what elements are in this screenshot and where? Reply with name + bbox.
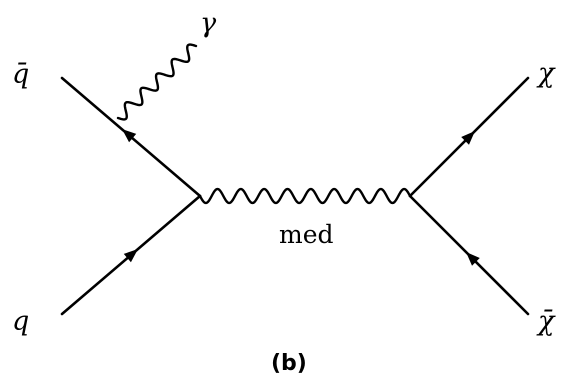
label-chi: χ xyxy=(536,58,556,89)
photon-line xyxy=(116,43,198,121)
chibar-arrow xyxy=(466,252,480,266)
label-q: q xyxy=(12,306,29,337)
qbar-arrow xyxy=(122,129,137,143)
label-gamma: γ xyxy=(200,8,217,39)
mediator-line xyxy=(198,187,412,205)
figure-caption: (b) xyxy=(271,351,307,376)
q-arrow xyxy=(123,249,138,263)
label-chibar: χ̄ xyxy=(536,306,556,337)
label-mediator: med xyxy=(279,220,334,249)
label-qbar: q̄ xyxy=(12,59,29,90)
chi-arrow xyxy=(461,131,475,145)
